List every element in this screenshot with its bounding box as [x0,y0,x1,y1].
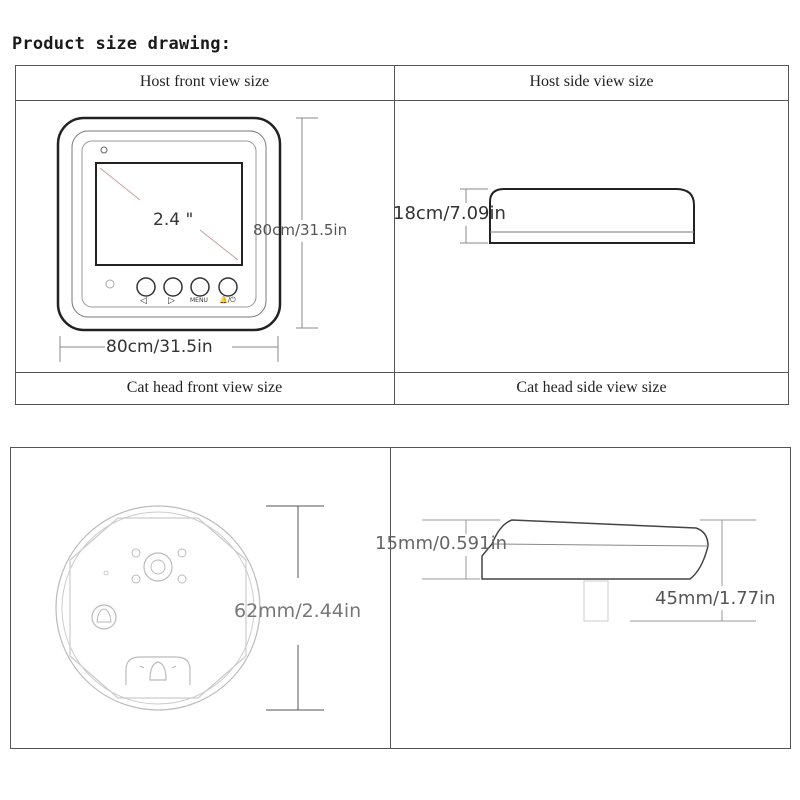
host-screen [95,162,243,266]
top-table [15,65,789,405]
microphone-icon [105,279,115,289]
footer-cat-front: Cat head front view size [126,379,283,396]
cat-head-diameter-dimension: 62mm/2.44in [234,600,362,622]
host-body-outline [56,116,282,332]
ir-led-icon [177,548,187,558]
host-side-outline [489,188,695,244]
header-host-side: Host side view size [529,73,654,90]
host-button-label-2: ▷ [168,296,175,306]
screen-size-label: 2.4 " [153,210,194,230]
host-width-dimension: 80cm/31.5in [106,337,213,357]
host-button-3 [190,277,210,297]
bell-badge-icon [91,604,117,630]
header-host-front: Host front view size [139,73,270,90]
page-title: Product size drawing: [12,34,232,54]
ir-led-icon [131,574,141,584]
host-button-label-3: MENU [190,297,208,304]
host-button-4 [218,277,238,297]
cat-head-depth-dimension: 45mm/1.77in [655,588,776,609]
host-button-label-1: ◁ [140,296,147,306]
footer-cat-side: Cat head side view size [516,379,667,396]
host-button-label-4: 🔔/⏻ [219,296,236,304]
cat-head-outer-ring [55,505,261,711]
host-button-2 [163,277,183,297]
ir-led-icon [131,548,141,558]
host-thickness-dimension: 18cm/7.09in [393,203,506,224]
bottom-table-column-divider [390,447,391,749]
top-table-header-divider [15,100,789,101]
ir-led-icon [177,574,187,584]
cat-head-stem [583,580,609,622]
host-body-inner [71,130,267,318]
cat-head-thickness-dimension: 15mm/0.591in [375,533,507,554]
cat-head-octagon [69,517,247,699]
bottom-table [10,447,791,749]
camera-lens-icon [100,146,108,154]
cat-head-side-outline [481,519,709,580]
top-table-footer-divider [15,372,789,373]
bell-icon [149,661,167,681]
sensor-dot-icon [103,570,109,576]
host-height-dimension: 80cm/31.5in [253,221,348,239]
doorbell-button [125,656,191,685]
host-button-1 [136,277,156,297]
camera-lens-icon [143,552,173,582]
top-table-column-divider [394,65,395,405]
host-face [81,140,257,308]
